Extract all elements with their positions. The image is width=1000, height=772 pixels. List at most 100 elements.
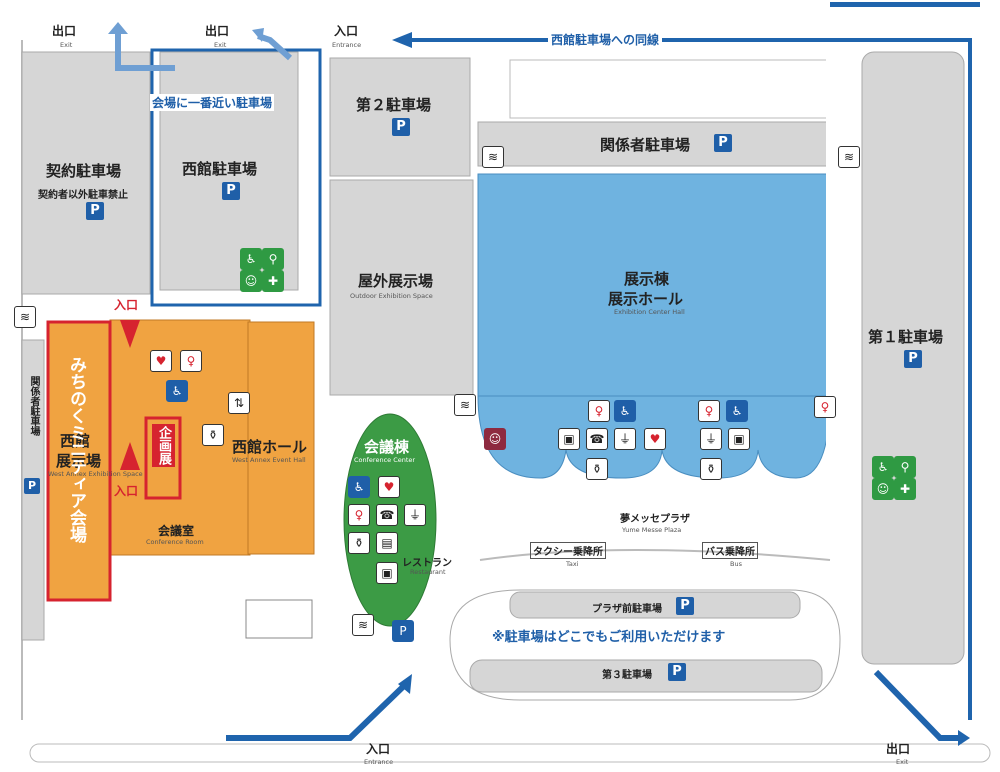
exit-arrow-left xyxy=(115,30,175,71)
lot3-area xyxy=(469,659,823,693)
parent-icon-2: ☺ xyxy=(872,478,894,500)
exit-label-top-mid: 出口 xyxy=(205,24,230,38)
lot2-label: 第２駐車場 xyxy=(356,96,432,114)
entrance-label-bottom: 入口 xyxy=(366,742,391,756)
exit-label-top-left: 出口 xyxy=(52,24,77,38)
bike-parking-icon: P xyxy=(392,620,414,642)
entrance-label-top: 入口 xyxy=(334,24,359,38)
aed-icon-3: ♥ xyxy=(378,476,400,498)
contract-parking-label: 契約駐車場 xyxy=(46,162,122,180)
staff-p-icon: P xyxy=(714,134,732,152)
smoking-icon-4: ≋ xyxy=(14,306,36,328)
accessible-icon-2: ♿ xyxy=(872,456,894,478)
locker-icon-1: ▣ xyxy=(558,428,580,450)
plaza-en: Yume Messe Plaza xyxy=(622,526,682,534)
entrance-en-top: Entrance xyxy=(332,41,362,49)
vending-icon-4: ⚱ xyxy=(348,532,370,554)
restroom-icon-1: ♀ xyxy=(588,400,610,422)
nearest-parking-note: 会場に一番近い駐車場 xyxy=(150,94,275,111)
west-hall-wing xyxy=(247,321,315,555)
accessible-restroom-icon-3: ♿ xyxy=(166,380,188,402)
restroom-icon-3: ♀ xyxy=(814,396,836,418)
route-top-bar xyxy=(830,2,980,7)
entrance-arrow-bottom xyxy=(226,679,411,741)
exit-arrow-bottom xyxy=(873,669,960,741)
exhibition-hall-area xyxy=(477,173,831,397)
entrance-en-bottom: Entrance xyxy=(364,758,394,766)
accessible-restroom-icon-4: ♿ xyxy=(348,476,370,498)
nearest-parking-outline xyxy=(150,48,322,307)
vending-icon-3: ⚱ xyxy=(202,424,224,446)
taxi-label: タクシー乗降所 xyxy=(530,542,606,559)
restroom-icon-2: ♀ xyxy=(698,400,720,422)
vending-icon-1: ⚱ xyxy=(586,458,608,480)
stairs xyxy=(245,599,313,639)
accessible-icon: ♿ xyxy=(240,248,262,270)
west-parking-p-icon: P xyxy=(222,182,240,200)
plaza-front-parking-label: プラザ前駐車場 xyxy=(592,604,662,615)
lot2-area xyxy=(329,57,471,177)
outdoor-exhibition-area xyxy=(329,179,474,396)
accessible-restroom-icon-2: ♿ xyxy=(726,400,748,422)
entrance-label-upper: 入口 xyxy=(114,298,139,312)
kikaku-label: 企画展 xyxy=(152,424,175,467)
smoking-icon-3: ≋ xyxy=(454,394,476,416)
lot2-p-icon: P xyxy=(392,118,410,136)
vending-icon-2: ⚱ xyxy=(700,458,722,480)
elderly-icon-2: ⚲ xyxy=(894,456,916,478)
contract-parking-area xyxy=(21,51,151,295)
anywhere-note: ※駐車場はどこでもご利用いただけます xyxy=(492,630,726,645)
west-hall-label: 西館ホール xyxy=(232,438,308,456)
smoking-icon-2: ≋ xyxy=(838,146,860,168)
accessible-restroom-icon-1: ♿ xyxy=(614,400,636,422)
elderly-icon: ⚲ xyxy=(262,248,284,270)
plaza-front-p-icon: P xyxy=(676,597,694,615)
lot1-p-icon: P xyxy=(904,350,922,368)
lot3-label: 第３駐車場 xyxy=(602,670,652,681)
phone-icon-1: ☎ xyxy=(586,428,608,450)
west-annex-label2: 展示場 xyxy=(56,452,102,470)
conference-room-en: Conference Room xyxy=(146,538,204,546)
restaurant-icon: ▣ xyxy=(376,562,398,584)
lot3-p-icon: P xyxy=(668,663,686,681)
plaza-label: 夢メッセプラザ xyxy=(620,514,690,525)
smoking-icon-5: ≋ xyxy=(352,614,374,636)
staff-parking-label: 関係者駐車場 xyxy=(600,136,691,154)
outlet-icon-2: ⏚ xyxy=(700,428,722,450)
contract-parking-note: 契約者以外駐車禁止 xyxy=(38,190,128,201)
michinoku-venue-zone xyxy=(46,320,112,602)
staff-side-p-icon: P xyxy=(24,478,40,494)
parent-icon: ☺ xyxy=(240,270,262,292)
restaurant-label: レストラン xyxy=(402,558,452,569)
outlet-icon-3: ⏚ xyxy=(404,504,426,526)
west-hall-en: West Annex Event Hall xyxy=(232,456,306,464)
restaurant-en: Restaurant xyxy=(410,568,446,576)
restroom-icon-4: ♀ xyxy=(180,350,202,372)
exhibit-bldg-label: 展示棟 xyxy=(624,270,670,288)
west-annex-label: 西館 xyxy=(60,432,91,450)
nursing-room-icon: ☺ xyxy=(484,428,506,450)
outlet-icon-1: ⏚ xyxy=(614,428,636,450)
staff-side-label: 関係者駐車場 xyxy=(28,376,39,436)
entrance-label-lower: 入口 xyxy=(114,484,139,498)
entrance-arrow-upper xyxy=(120,320,140,348)
phone-icon-2: ☎ xyxy=(376,504,398,526)
smoking-icon-1: ≋ xyxy=(482,146,504,168)
aed-icon-1: ♥ xyxy=(644,428,666,450)
no-parking-icon: P xyxy=(86,202,104,220)
west-annex-en: West Annex Exhibition Space xyxy=(48,470,143,478)
aed-icon-2: ♥ xyxy=(150,350,172,372)
exit-en-top-mid: Exit xyxy=(214,41,227,49)
pregnant-icon: ✚ xyxy=(262,270,284,292)
lot1-label: 第１駐車場 xyxy=(868,328,944,346)
exhibit-hall-label: 展示ホール xyxy=(608,290,684,308)
route-label: 西館駐車場への同線 xyxy=(548,31,663,48)
exhibit-en: Exhibition Center Hall xyxy=(614,308,685,316)
outdoor-label: 屋外展示場 xyxy=(358,272,434,290)
pregnant-icon-2: ✚ xyxy=(894,478,916,500)
locker-icon-2: ▣ xyxy=(728,428,750,450)
exit-en-top-left: Exit xyxy=(60,41,73,49)
elevator-icon: ⇅ xyxy=(228,392,250,414)
